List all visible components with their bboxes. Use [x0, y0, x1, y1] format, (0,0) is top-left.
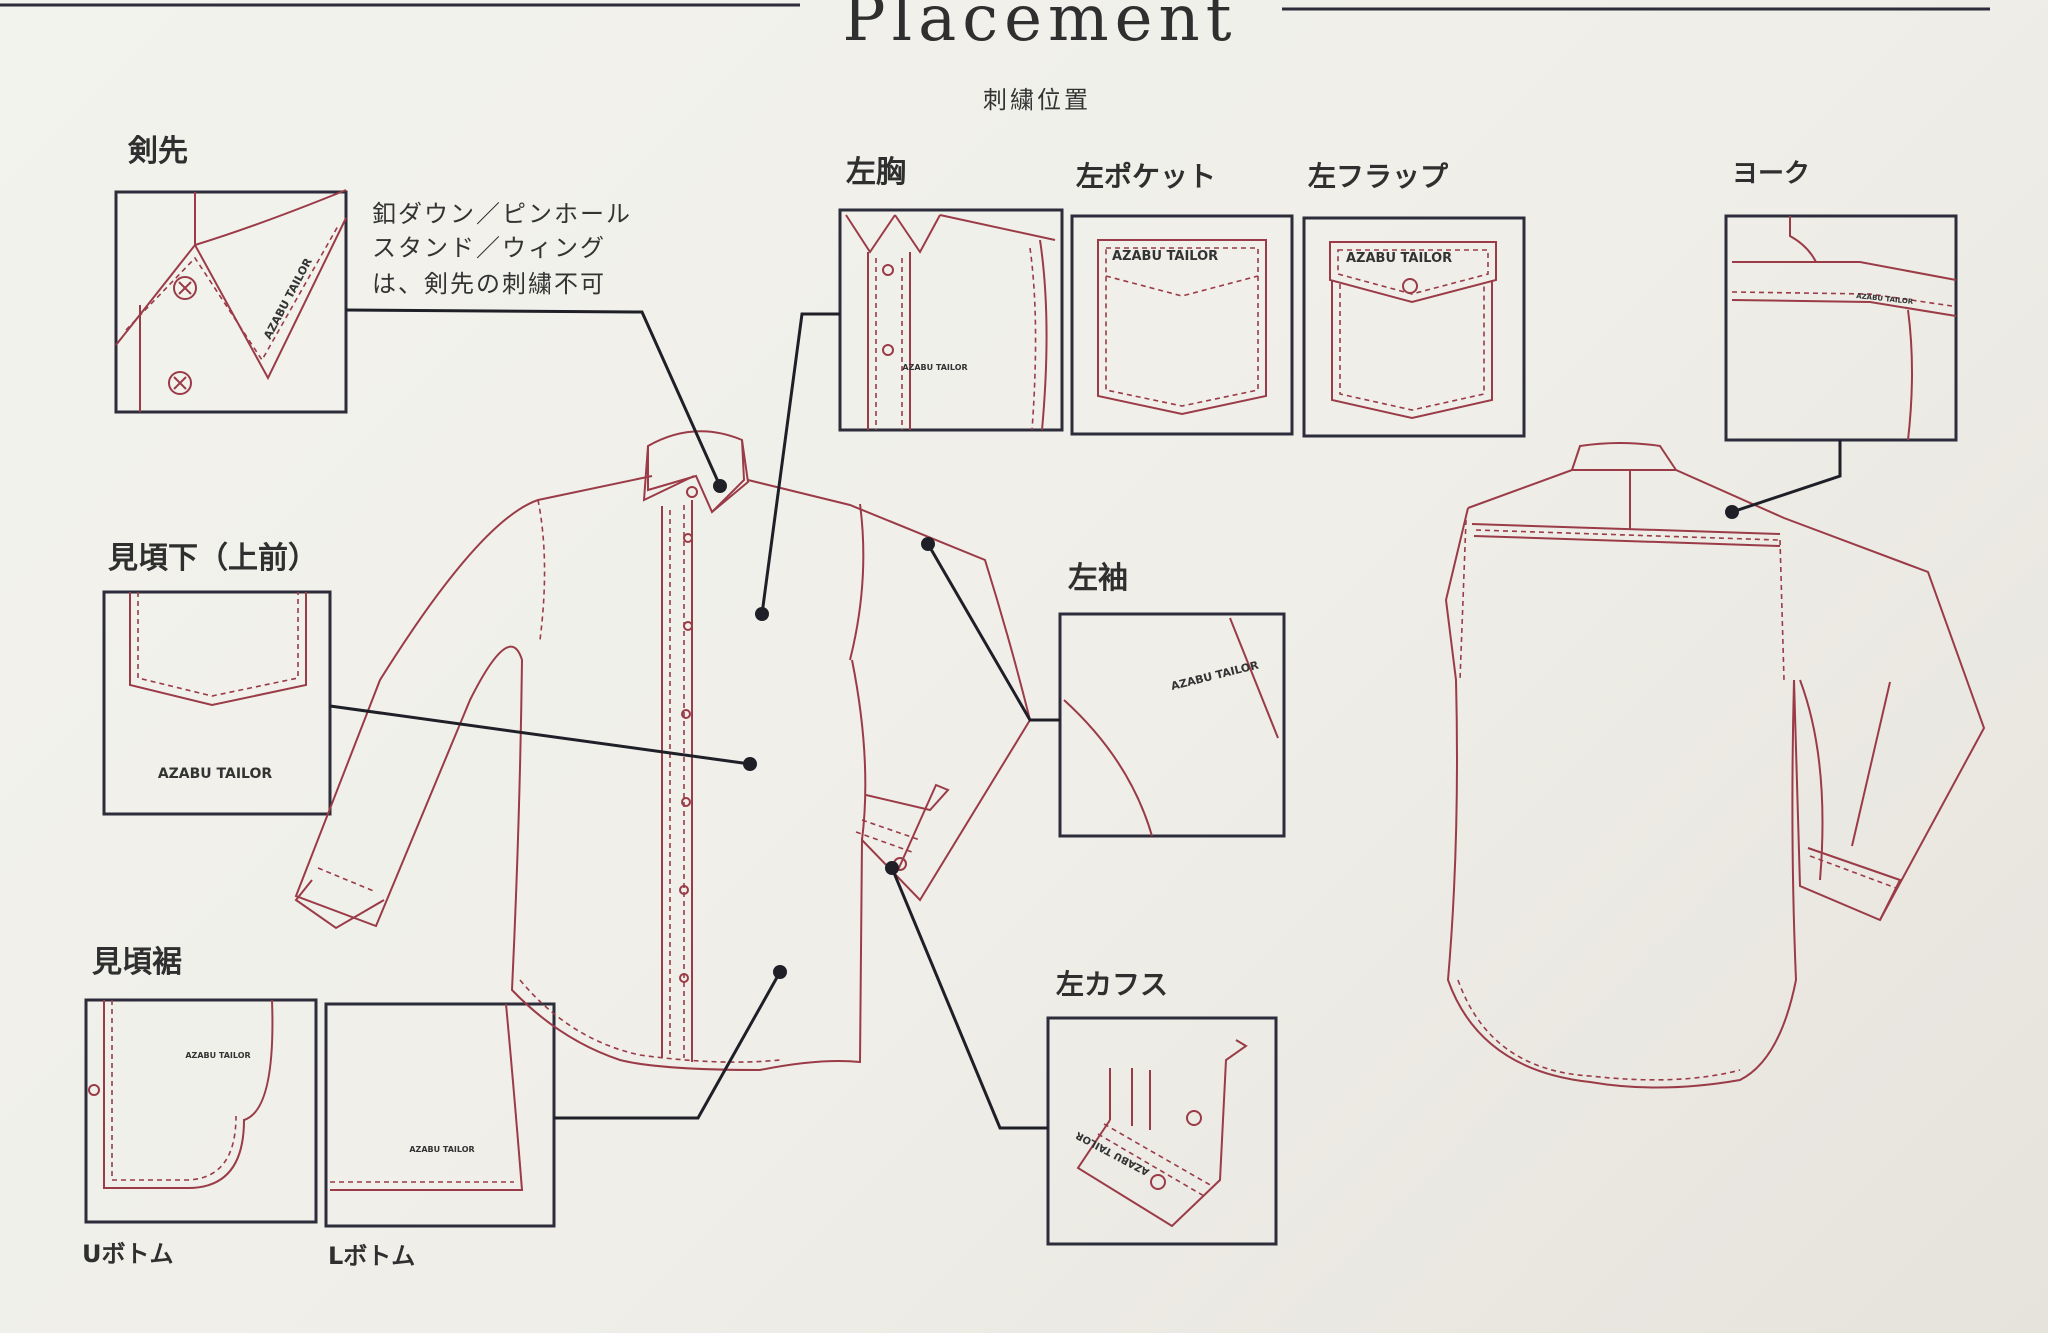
label-left-sleeve: 左袖 [1068, 561, 1128, 596]
detail-collar-tip: AZABU TAILOR [114, 189, 348, 414]
note-line-2: スタンド／ウィング [372, 234, 606, 262]
detail-left-chest: AZABU TAILOR [838, 208, 1064, 432]
note-line-3: は、剣先の刺繍不可 [372, 270, 606, 298]
label-left-chest: 左胸 [846, 155, 906, 190]
detail-placket: AZABU TAILOR [102, 590, 332, 816]
page-title: Placement [843, 0, 1238, 56]
embroidery-hem-u: AZABU TAILOR [185, 1051, 250, 1060]
note-line-1: 釦ダウン／ピンホール [372, 200, 632, 228]
label-placket: 見頃下（上前） [108, 541, 318, 576]
detail-left-cuff: AZABU TAILOR [1046, 1016, 1278, 1246]
embroidery-left-chest: AZABU TAILOR [902, 363, 967, 372]
detail-hem-u: AZABU TAILOR [84, 998, 318, 1224]
embroidery-left-sleeve: AZABU TAILOR [1170, 658, 1261, 692]
detail-hem-l: AZABU TAILOR [324, 1002, 556, 1228]
detail-left-pocket: AZABU TAILOR [1070, 214, 1294, 436]
label-hem: 見頃裾 [92, 945, 182, 980]
shirt-front-drawing [294, 430, 1032, 1072]
label-left-cuff: 左カフス [1056, 968, 1168, 1001]
embroidery-left-cuff: AZABU TAILOR [1074, 1129, 1152, 1177]
detail-yoke: AZABU TAILOR [1724, 214, 1958, 442]
label-hem-l-bottom: Lボトム [328, 1242, 415, 1270]
detail-left-flap: AZABU TAILOR [1302, 216, 1526, 438]
leader-lines [329, 308, 1842, 1130]
shirt-back-drawing [1444, 442, 1986, 1089]
label-yoke: ヨーク [1732, 159, 1810, 189]
page-subtitle: 刺繍位置 [983, 86, 1091, 114]
label-hem-u-bottom: Uボトム [82, 1240, 174, 1268]
embroidery-placket: AZABU TAILOR [158, 766, 273, 782]
label-collar-tip: 剣先 [127, 134, 188, 169]
label-left-flap: 左フラップ [1308, 160, 1449, 193]
label-left-pocket: 左ポケット [1076, 160, 1216, 193]
embroidery-hem-l: AZABU TAILOR [409, 1145, 474, 1154]
embroidery-left-pocket: AZABU TAILOR [1112, 249, 1218, 264]
detail-left-sleeve: AZABU TAILOR [1058, 612, 1286, 838]
embroidery-left-flap: AZABU TAILOR [1346, 251, 1452, 266]
